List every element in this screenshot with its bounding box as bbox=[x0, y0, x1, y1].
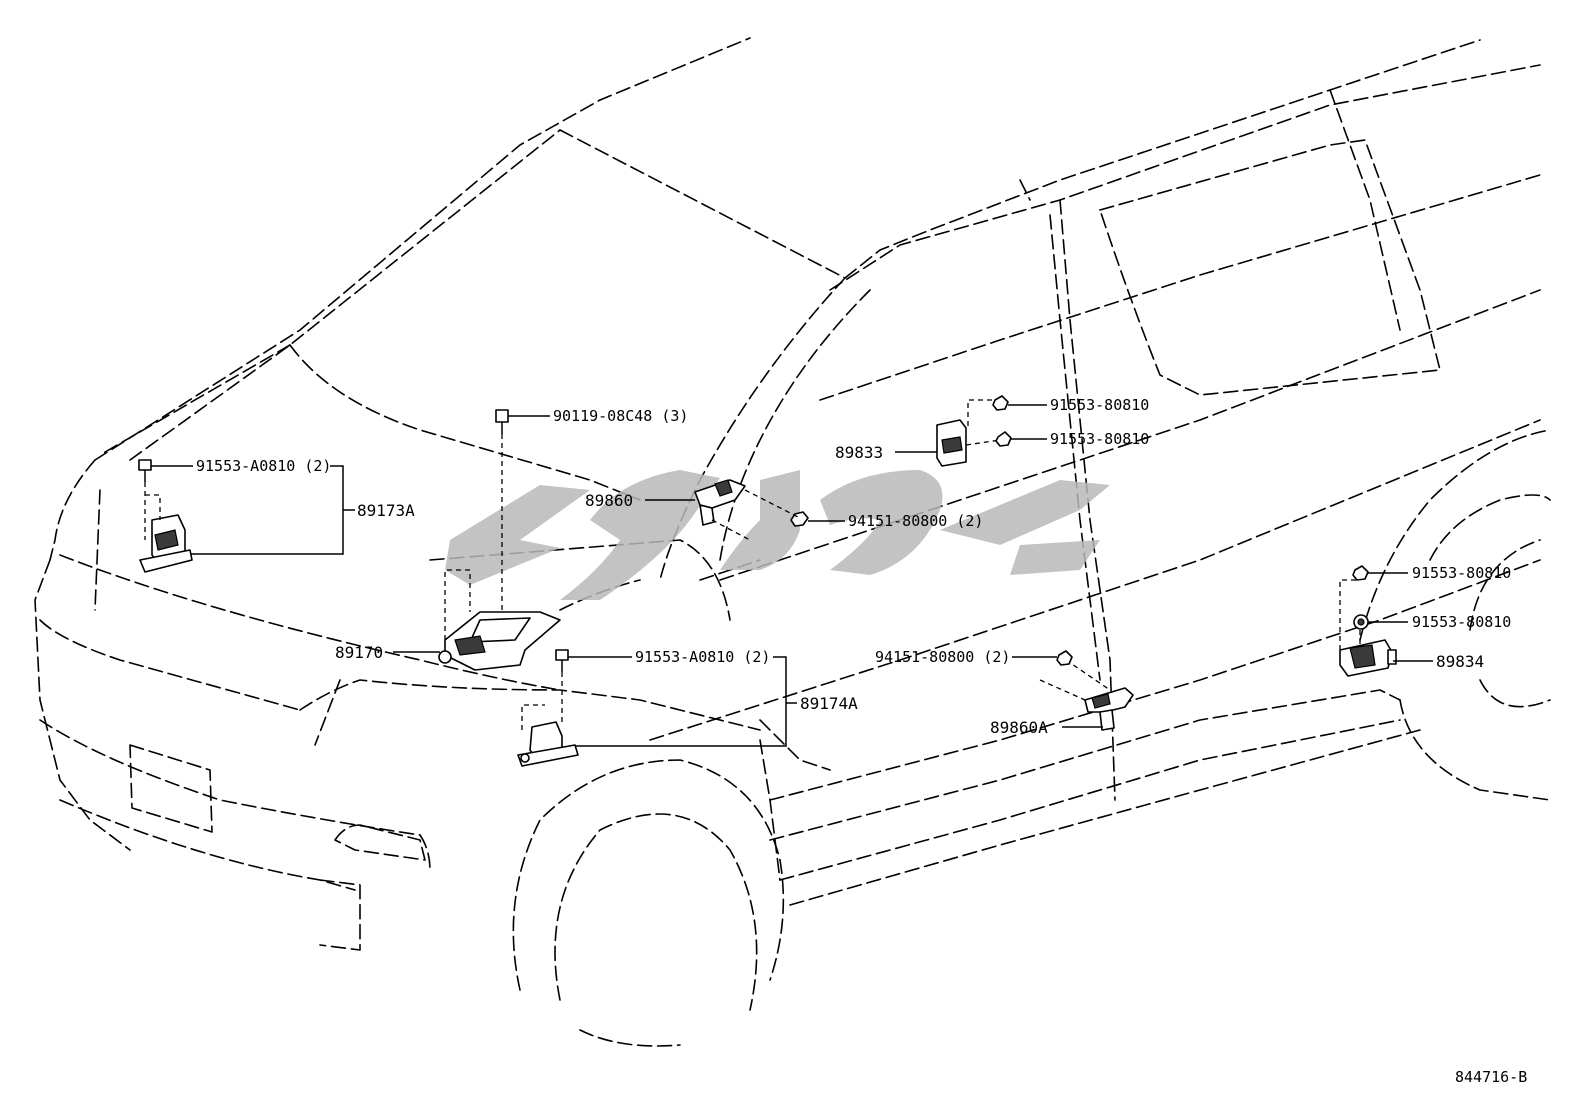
label-91553-upper2: 91553-80810 bbox=[1050, 430, 1149, 448]
label-91553a-left: 91553-A0810 (2) bbox=[196, 457, 331, 475]
label-91553-right2: 91553-80810 bbox=[1412, 613, 1511, 631]
bolt-90119 bbox=[495, 409, 509, 612]
label-91553-right1: 91553-80810 bbox=[1412, 564, 1511, 582]
nut-94151-upper bbox=[711, 489, 809, 541]
sensor-89860 bbox=[694, 479, 746, 526]
label-89174a: 89174A bbox=[800, 694, 858, 713]
label-91553-upper1: 91553-80810 bbox=[1050, 396, 1149, 414]
label-89170: 89170 bbox=[335, 643, 383, 662]
sensor-89833 bbox=[936, 399, 1001, 467]
nut-91553-upper2 bbox=[995, 431, 1012, 447]
sensor-89174a bbox=[517, 721, 579, 767]
airbag-ecu-89170 bbox=[438, 569, 561, 671]
nut-94151-lower bbox=[1056, 650, 1073, 666]
nut-91553-right1 bbox=[1352, 565, 1369, 581]
label-89833: 89833 bbox=[835, 443, 883, 462]
label-94151-upper: 94151-80800 (2) bbox=[848, 512, 983, 530]
sensor-89173a bbox=[139, 514, 193, 573]
sensor-89834 bbox=[1339, 579, 1397, 677]
bolt-91553a-mid bbox=[521, 649, 569, 730]
part-labels: 90119-08C48 (3) 91553-A0810 (2) 89173A 8… bbox=[196, 396, 1527, 1086]
label-91553a-mid: 91553-A0810 (2) bbox=[635, 648, 770, 666]
watermark-logo bbox=[445, 470, 1110, 600]
label-89860a: 89860A bbox=[990, 718, 1048, 737]
label-90119: 90119-08C48 (3) bbox=[553, 407, 688, 425]
bolt-91553a-left bbox=[138, 459, 161, 540]
label-89173a: 89173A bbox=[357, 501, 415, 520]
vehicle-body-outline bbox=[34, 37, 1551, 1047]
drawing-number: 844716-B bbox=[1455, 1068, 1527, 1086]
nut-91553-upper1 bbox=[992, 395, 1009, 411]
label-94151-lower: 94151-80800 (2) bbox=[875, 648, 1010, 666]
label-89834: 89834 bbox=[1436, 652, 1484, 671]
leader-lines bbox=[151, 404, 1433, 747]
nut-91553-right2 bbox=[1353, 614, 1369, 630]
sensor-89860a bbox=[1039, 659, 1134, 731]
label-89860: 89860 bbox=[585, 491, 633, 510]
